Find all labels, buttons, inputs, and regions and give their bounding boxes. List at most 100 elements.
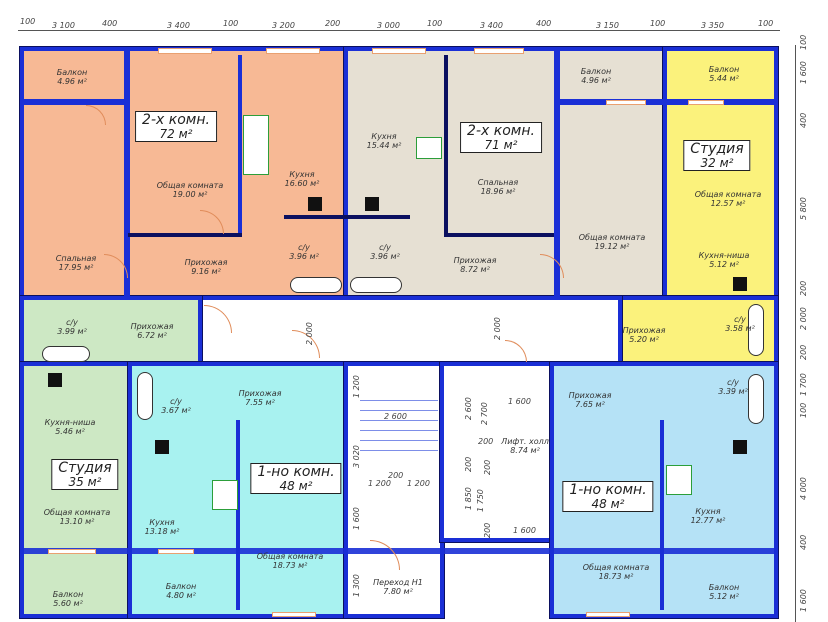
room-area: 7.55 м² <box>245 398 275 408</box>
dim: 200 <box>388 471 404 480</box>
wall <box>20 99 128 105</box>
top-dimension-line <box>18 30 780 31</box>
apartment-title: 1-но комн. <box>257 464 335 480</box>
dim: 1 750 <box>476 489 485 512</box>
stove <box>308 197 322 211</box>
dim: 1 850 <box>464 487 473 510</box>
room-area: 6.72 м² <box>137 331 167 341</box>
room-area: 4.80 м² <box>166 591 196 601</box>
room-area: 3.67 м² <box>161 406 191 416</box>
dining-table <box>416 137 442 159</box>
dim: 2 000 <box>493 317 502 340</box>
room-name: Кухня <box>695 507 721 516</box>
dining-table <box>243 115 269 175</box>
dim: 100 <box>223 19 239 28</box>
dim: 1 200 <box>352 375 361 398</box>
room-name: Кухня-ниша <box>44 418 96 427</box>
room-name: Прихожая <box>453 256 497 265</box>
room-name: с/у <box>727 378 739 387</box>
dim: 200 <box>325 19 341 28</box>
dim: 200 <box>799 344 808 360</box>
room-name: с/у <box>379 243 391 252</box>
apartment-area: 32 м² <box>700 155 734 170</box>
room-name: с/у <box>298 243 310 252</box>
stairs <box>360 400 438 460</box>
dim: 400 <box>102 19 118 28</box>
dim: 3 020 <box>352 445 361 468</box>
window <box>474 48 524 54</box>
dim: 1 700 <box>799 373 808 396</box>
room-name: Балкон <box>708 65 740 74</box>
dim: 2 600 <box>464 397 473 420</box>
apartment-title: 2-х комн. <box>467 123 535 139</box>
dim: 100 <box>799 34 808 50</box>
dim: 100 <box>20 17 36 26</box>
apartment-label: 2-х комн.71 м² <box>460 122 542 154</box>
room-name: Спальная <box>477 178 519 187</box>
room-area: 17.95 м² <box>58 263 94 273</box>
room-name: Балкон <box>708 583 740 592</box>
window <box>586 612 630 617</box>
wall <box>554 99 778 105</box>
stove <box>155 440 169 454</box>
room-area: 3.99 м² <box>57 327 87 337</box>
room-name: Общая комната <box>156 181 224 190</box>
dim: 3 000 <box>377 21 400 30</box>
stove <box>48 373 62 387</box>
room-area: 5.20 м² <box>629 335 659 345</box>
dim: 400 <box>799 534 808 550</box>
dim: 200 <box>483 459 492 475</box>
room-area: 7.65 м² <box>575 400 605 410</box>
window <box>272 612 316 617</box>
room-name: Прихожая <box>568 391 612 400</box>
apartment-2room-72 <box>19 46 349 300</box>
room-area: 15.44 м² <box>366 141 402 151</box>
room-area: 8.74 м² <box>510 446 540 456</box>
room-name: Общая комната <box>578 233 646 242</box>
room-area: 12.77 м² <box>690 516 726 526</box>
room-name: Балкон <box>580 67 612 76</box>
dim: 3 150 <box>596 21 619 30</box>
wall <box>20 548 778 554</box>
apartment-title: Студия <box>690 141 744 157</box>
room-name: Переход Н1 <box>373 578 423 587</box>
room-area: 3.39 м² <box>718 387 748 397</box>
room-area: 3.96 м² <box>289 252 319 262</box>
wall <box>284 215 410 219</box>
dim: 1 200 <box>407 479 430 488</box>
dim: 200 <box>478 437 494 446</box>
dim: 100 <box>758 19 774 28</box>
apartment-area: 71 м² <box>484 137 518 152</box>
right-dimension-line <box>795 45 796 622</box>
wall <box>124 47 130 299</box>
dim: 3 200 <box>272 21 295 30</box>
apartment-label: 1-но комн.48 м² <box>562 481 654 513</box>
wall <box>236 420 240 610</box>
stove <box>365 197 379 211</box>
room-area: 9.16 м² <box>191 267 221 277</box>
room-area: 4.96 м² <box>581 76 611 86</box>
